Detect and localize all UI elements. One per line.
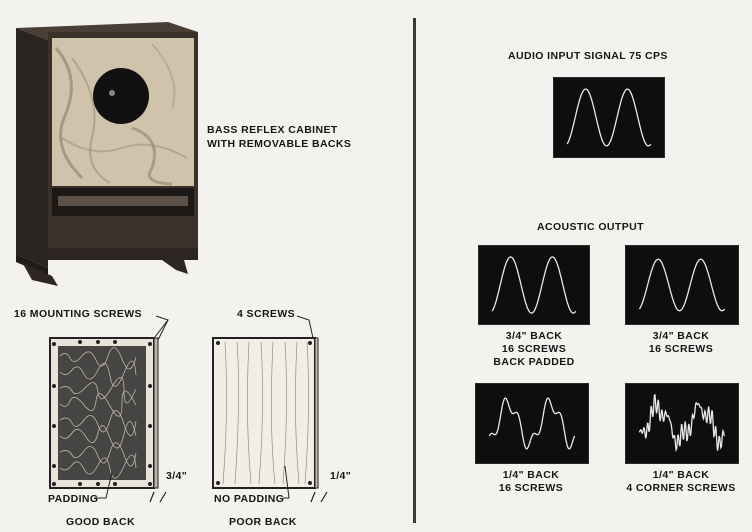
scope-1-caption-line-1: 3/4" BACK [505,330,563,342]
bass-reflex-cabinet-illustration [16,22,198,286]
poor-back-screws-label: 4 SCREWS [237,308,296,320]
good-back-thickness-label: 3/4" [166,470,188,482]
section-divider [413,18,416,523]
scope-2-caption-line-1: 3/4" BACK [652,330,710,342]
output-scope-4 [625,383,739,464]
scope-1-caption-line-2: 16 SCREWS [501,343,567,356]
poor-back-panel-illustration [212,315,328,503]
good-back-caption: GOOD BACK [66,516,135,528]
poor-back-caption: POOR BACK [229,516,297,528]
poor-back-padding-label: NO PADDING [214,493,285,505]
scope-3-caption: 1/4" BACK 16 SCREWS [475,469,587,495]
acoustic-output-title: ACOUSTIC OUTPUT [537,221,644,233]
input-signal-title: AUDIO INPUT SIGNAL 75 CPS [508,50,668,62]
good-back-screws-label: 16 MOUNTING SCREWS [14,308,142,320]
scope-4-caption: 1/4" BACK 4 CORNER SCREWS [620,469,742,495]
cabinet-caption-line-1: BASS REFLEX CABINET [207,124,338,136]
scope-2-caption: 3/4" BACK 16 SCREWS [625,330,737,356]
scope-4-caption-line-1: 1/4" BACK [652,469,710,481]
scope-2-caption-line-2: 16 SCREWS [648,343,714,356]
scope-3-caption-line-2: 16 SCREWS [498,482,564,495]
output-scope-3 [475,383,589,464]
good-back-panel-illustration [49,315,169,503]
output-scope-2 [625,245,739,325]
scope-3-caption-line-1: 1/4" BACK [502,469,560,481]
poor-back-thickness-label: 1/4" [330,470,352,482]
input-signal-scope [553,77,665,158]
good-back-padding-label: PADDING [48,493,99,505]
cabinet-caption-line-2: WITH REMOVABLE BACKS [207,138,352,150]
scope-4-caption-line-2: 4 CORNER SCREWS [626,482,736,495]
scope-1-caption: 3/4" BACK 16 SCREWS BACK PADDED [478,330,590,369]
scope-1-caption-line-3: BACK PADDED [493,356,575,369]
output-scope-1 [478,245,590,325]
